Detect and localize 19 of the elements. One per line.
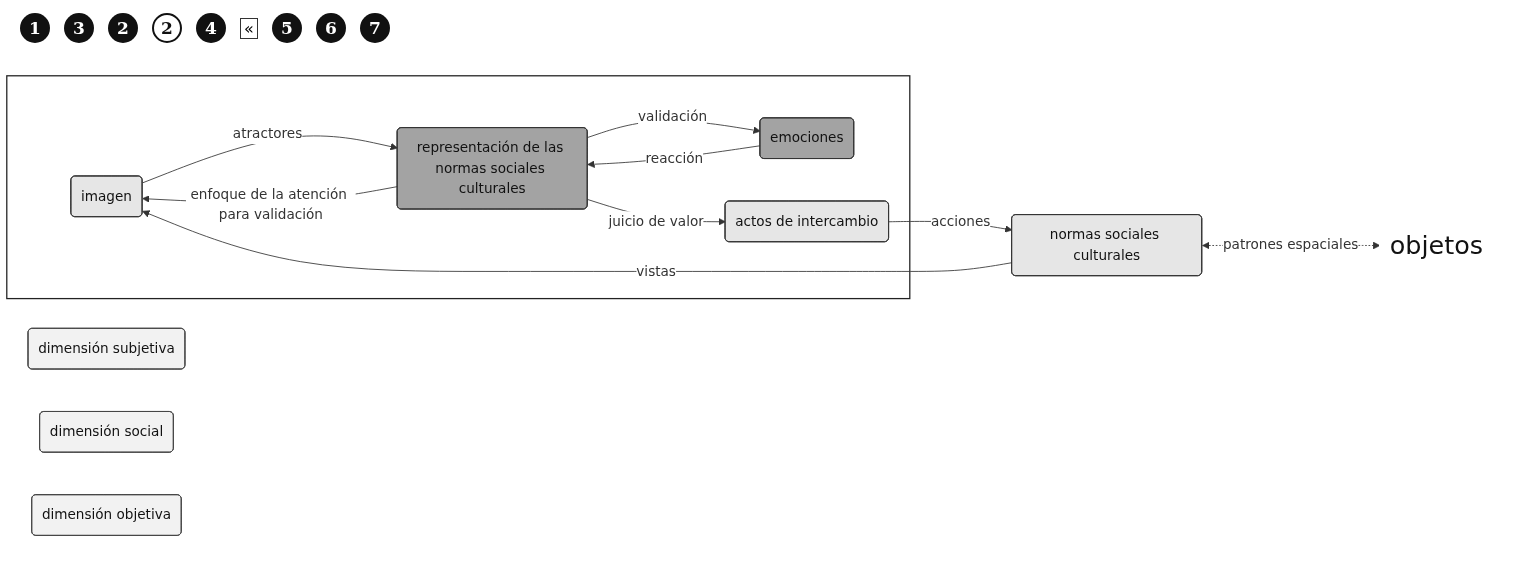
callout-number: 7 [359, 13, 390, 43]
edge-label: reacción [645, 150, 704, 167]
callout-number: 6 [315, 13, 346, 43]
edge-label: atractores [232, 125, 303, 142]
callout-number: 3 [64, 13, 94, 43]
edge-label: validación [638, 108, 708, 126]
callout-number: 4 [196, 13, 226, 43]
edge-label: enfoque de la atención para validación [190, 186, 347, 224]
callout-number: 2 [108, 13, 138, 43]
callout-number: 1 [20, 13, 50, 43]
edge-label: juicio de valor [608, 213, 704, 230]
cluster [6, 75, 911, 300]
edge-label: acciones [931, 213, 991, 230]
collapse-icon: « [240, 17, 258, 39]
edge-label: vistas [636, 263, 676, 280]
callout-number: 2 [152, 13, 182, 43]
edge-label: patrones espaciales [1222, 237, 1359, 254]
node-text: objetos [1389, 230, 1484, 261]
callout-number: 5 [271, 13, 302, 43]
